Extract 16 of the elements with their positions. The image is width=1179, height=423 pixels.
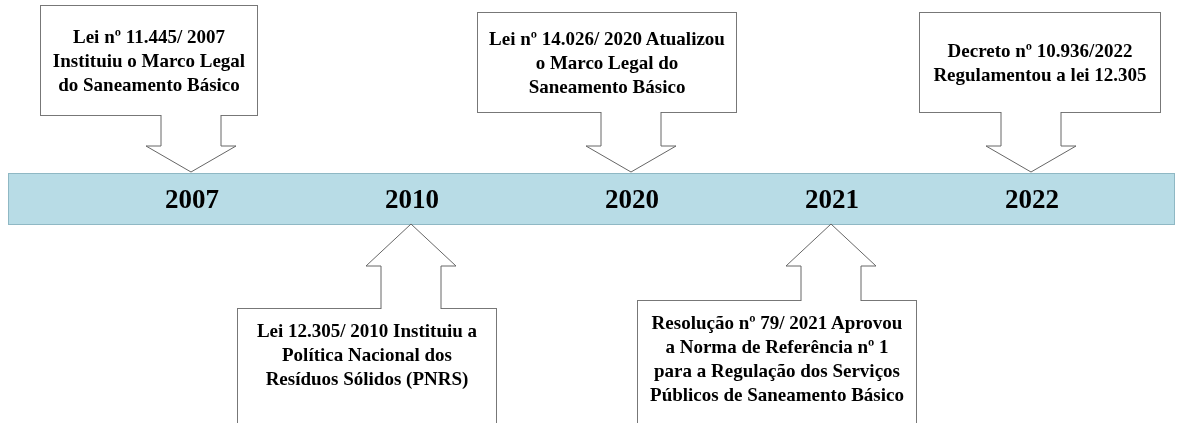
- year-label: 2021: [772, 174, 892, 224]
- block-arrow: [365, 223, 457, 310]
- callout-box: Lei nº 14.026/ 2020 Atualizou o Marco Legal do Saneamento Básico: [477, 12, 737, 113]
- timeline-band: [8, 173, 1175, 225]
- block-arrow: [145, 114, 237, 173]
- year-label: 2010: [352, 174, 472, 224]
- block-arrow: [985, 111, 1077, 173]
- year-label: 2022: [972, 174, 1092, 224]
- block-arrow: [785, 223, 877, 302]
- callout-box: Decreto nº 10.936/2022 Regulamentou a lei 12.305: [919, 12, 1161, 113]
- year-label: 2020: [572, 174, 692, 224]
- year-label: 2007: [132, 174, 252, 224]
- callout-box: Lei nº 11.445/ 2007 Instituiu o Marco Legal do Saneamento Básico: [40, 5, 258, 116]
- callout-box: Resolução nº 79/ 2021 Aprovou a Norma de Referência nº 1 para a Regulação dos Serviços Públicos de Saneamento Básico: [637, 300, 917, 423]
- callout-box: Lei 12.305/ 2010 Instituiu a Política Nacional dos Resíduos Sólidos (PNRS): [237, 308, 497, 423]
- block-arrow: [585, 111, 677, 173]
